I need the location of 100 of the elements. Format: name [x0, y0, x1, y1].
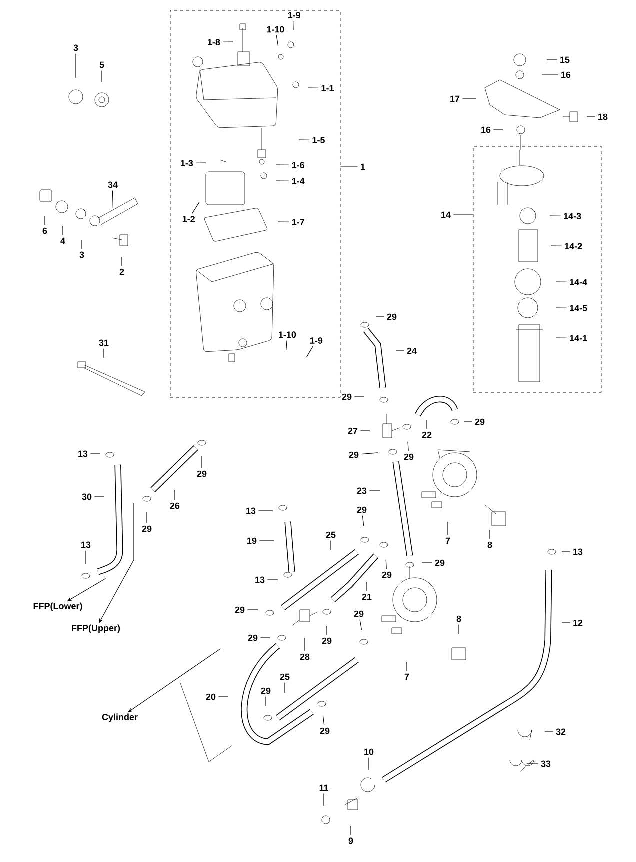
callout-number: 13	[246, 508, 256, 514]
callout-number: 1-10	[279, 332, 296, 338]
callout-number: 21	[362, 594, 372, 600]
leader-line	[196, 162, 206, 164]
leader-line	[286, 340, 288, 350]
leader-line	[62, 226, 64, 236]
callout-number: 1-10	[267, 26, 284, 33]
callout-number: 4	[60, 238, 66, 244]
callout-number: 29	[322, 638, 332, 644]
callout-number: 1-2	[182, 216, 195, 222]
callout-number: 3	[80, 252, 84, 258]
callout-number: 1-9	[288, 12, 301, 19]
callout-number: 29	[261, 688, 271, 694]
callout-number: 22	[422, 432, 432, 438]
leader-line	[453, 214, 474, 216]
callout-number: 10	[364, 748, 374, 756]
callout-number: 18	[598, 114, 608, 120]
callout-number: 25	[326, 532, 336, 538]
leader-line	[586, 116, 596, 118]
leader-line	[192, 202, 200, 214]
leader-line	[146, 512, 148, 524]
callout-number: 24	[407, 348, 417, 354]
leader-line	[354, 396, 364, 398]
callout-number: 14-3	[564, 213, 582, 220]
callout-number: 1-6	[292, 162, 305, 169]
callout-number: 31	[99, 340, 109, 346]
leader-line	[94, 496, 104, 498]
callout-number: 34	[108, 182, 118, 188]
leader-line	[322, 716, 325, 726]
leader-line	[376, 316, 385, 318]
leader-line	[259, 540, 274, 542]
leader-line	[386, 560, 387, 570]
leader-line	[361, 452, 378, 455]
callout-number: 29	[197, 470, 207, 478]
callout-number: 32	[556, 728, 566, 736]
callout-number: 16	[562, 72, 571, 78]
callout-number: 28	[300, 654, 310, 660]
callout-number: 29	[354, 610, 364, 618]
leader-line	[360, 620, 362, 630]
leader-line	[396, 350, 405, 352]
group-outline	[170, 10, 341, 398]
leader-line	[112, 190, 114, 208]
leader-line	[458, 624, 460, 634]
callout-number: 5	[100, 62, 104, 68]
callout-number: 7	[404, 674, 410, 680]
callout-number: 29	[349, 452, 359, 458]
callout-number: 9	[348, 838, 354, 844]
callout-number: 33	[541, 760, 551, 768]
callout-number: 25	[280, 674, 290, 680]
destination-label: 1	[361, 164, 366, 170]
callout-number: 29	[320, 728, 330, 734]
leader-line	[174, 490, 176, 500]
leader-line	[330, 540, 332, 550]
leader-line	[306, 346, 314, 358]
callout-number: 19	[248, 538, 257, 544]
callout-number: 3	[74, 44, 78, 52]
leader-line	[369, 490, 380, 492]
callout-number: 29	[475, 418, 485, 426]
leader-line	[44, 216, 46, 226]
callout-number: 15	[560, 56, 570, 64]
callout-number: 2	[120, 268, 124, 276]
destination-label: Cylinder	[102, 714, 138, 722]
callout-number: 29	[342, 394, 352, 400]
callout-number: 29	[404, 454, 414, 460]
callout-number: 1-5	[312, 137, 325, 144]
callout-number: 11	[320, 784, 328, 792]
callout-number: 8	[456, 616, 462, 622]
callout-number: 17	[450, 96, 460, 102]
callout-number: 8	[488, 542, 492, 548]
callout-number: 26	[170, 502, 180, 510]
callout-number: 1-8	[208, 39, 220, 46]
callout-number: 29	[235, 606, 245, 614]
callout-number: 1-1	[322, 85, 334, 92]
destination-label: FFP(Upper)	[72, 624, 120, 634]
leader-line	[276, 35, 279, 46]
leader-line	[406, 662, 408, 672]
leader-line	[422, 562, 433, 564]
callout-number: 13	[574, 548, 583, 556]
callout-number: 14-4	[570, 279, 588, 286]
leader-line	[462, 98, 476, 100]
leader-line	[366, 582, 368, 592]
leader-line	[276, 164, 290, 166]
callout-number: 14-2	[565, 243, 582, 250]
leader-line	[218, 696, 228, 698]
callout-number: 14-1	[570, 335, 588, 342]
callout-number: 29	[248, 634, 258, 642]
leader-line	[362, 516, 364, 526]
leader-line	[542, 74, 559, 76]
leader-line	[562, 622, 571, 624]
callout-number: 1-7	[292, 219, 304, 226]
leader-line	[360, 430, 370, 432]
callout-number: 12	[574, 620, 583, 626]
leader-line	[368, 758, 370, 770]
callout-number: 27	[348, 428, 358, 434]
callout-number: 29	[435, 560, 445, 566]
callout-number: 29	[357, 506, 367, 514]
destination-label: 14	[442, 212, 451, 218]
callout-number: 1-4	[292, 178, 305, 184]
leader-line	[408, 442, 409, 452]
destination-label: FFP(Lower)	[34, 602, 82, 612]
